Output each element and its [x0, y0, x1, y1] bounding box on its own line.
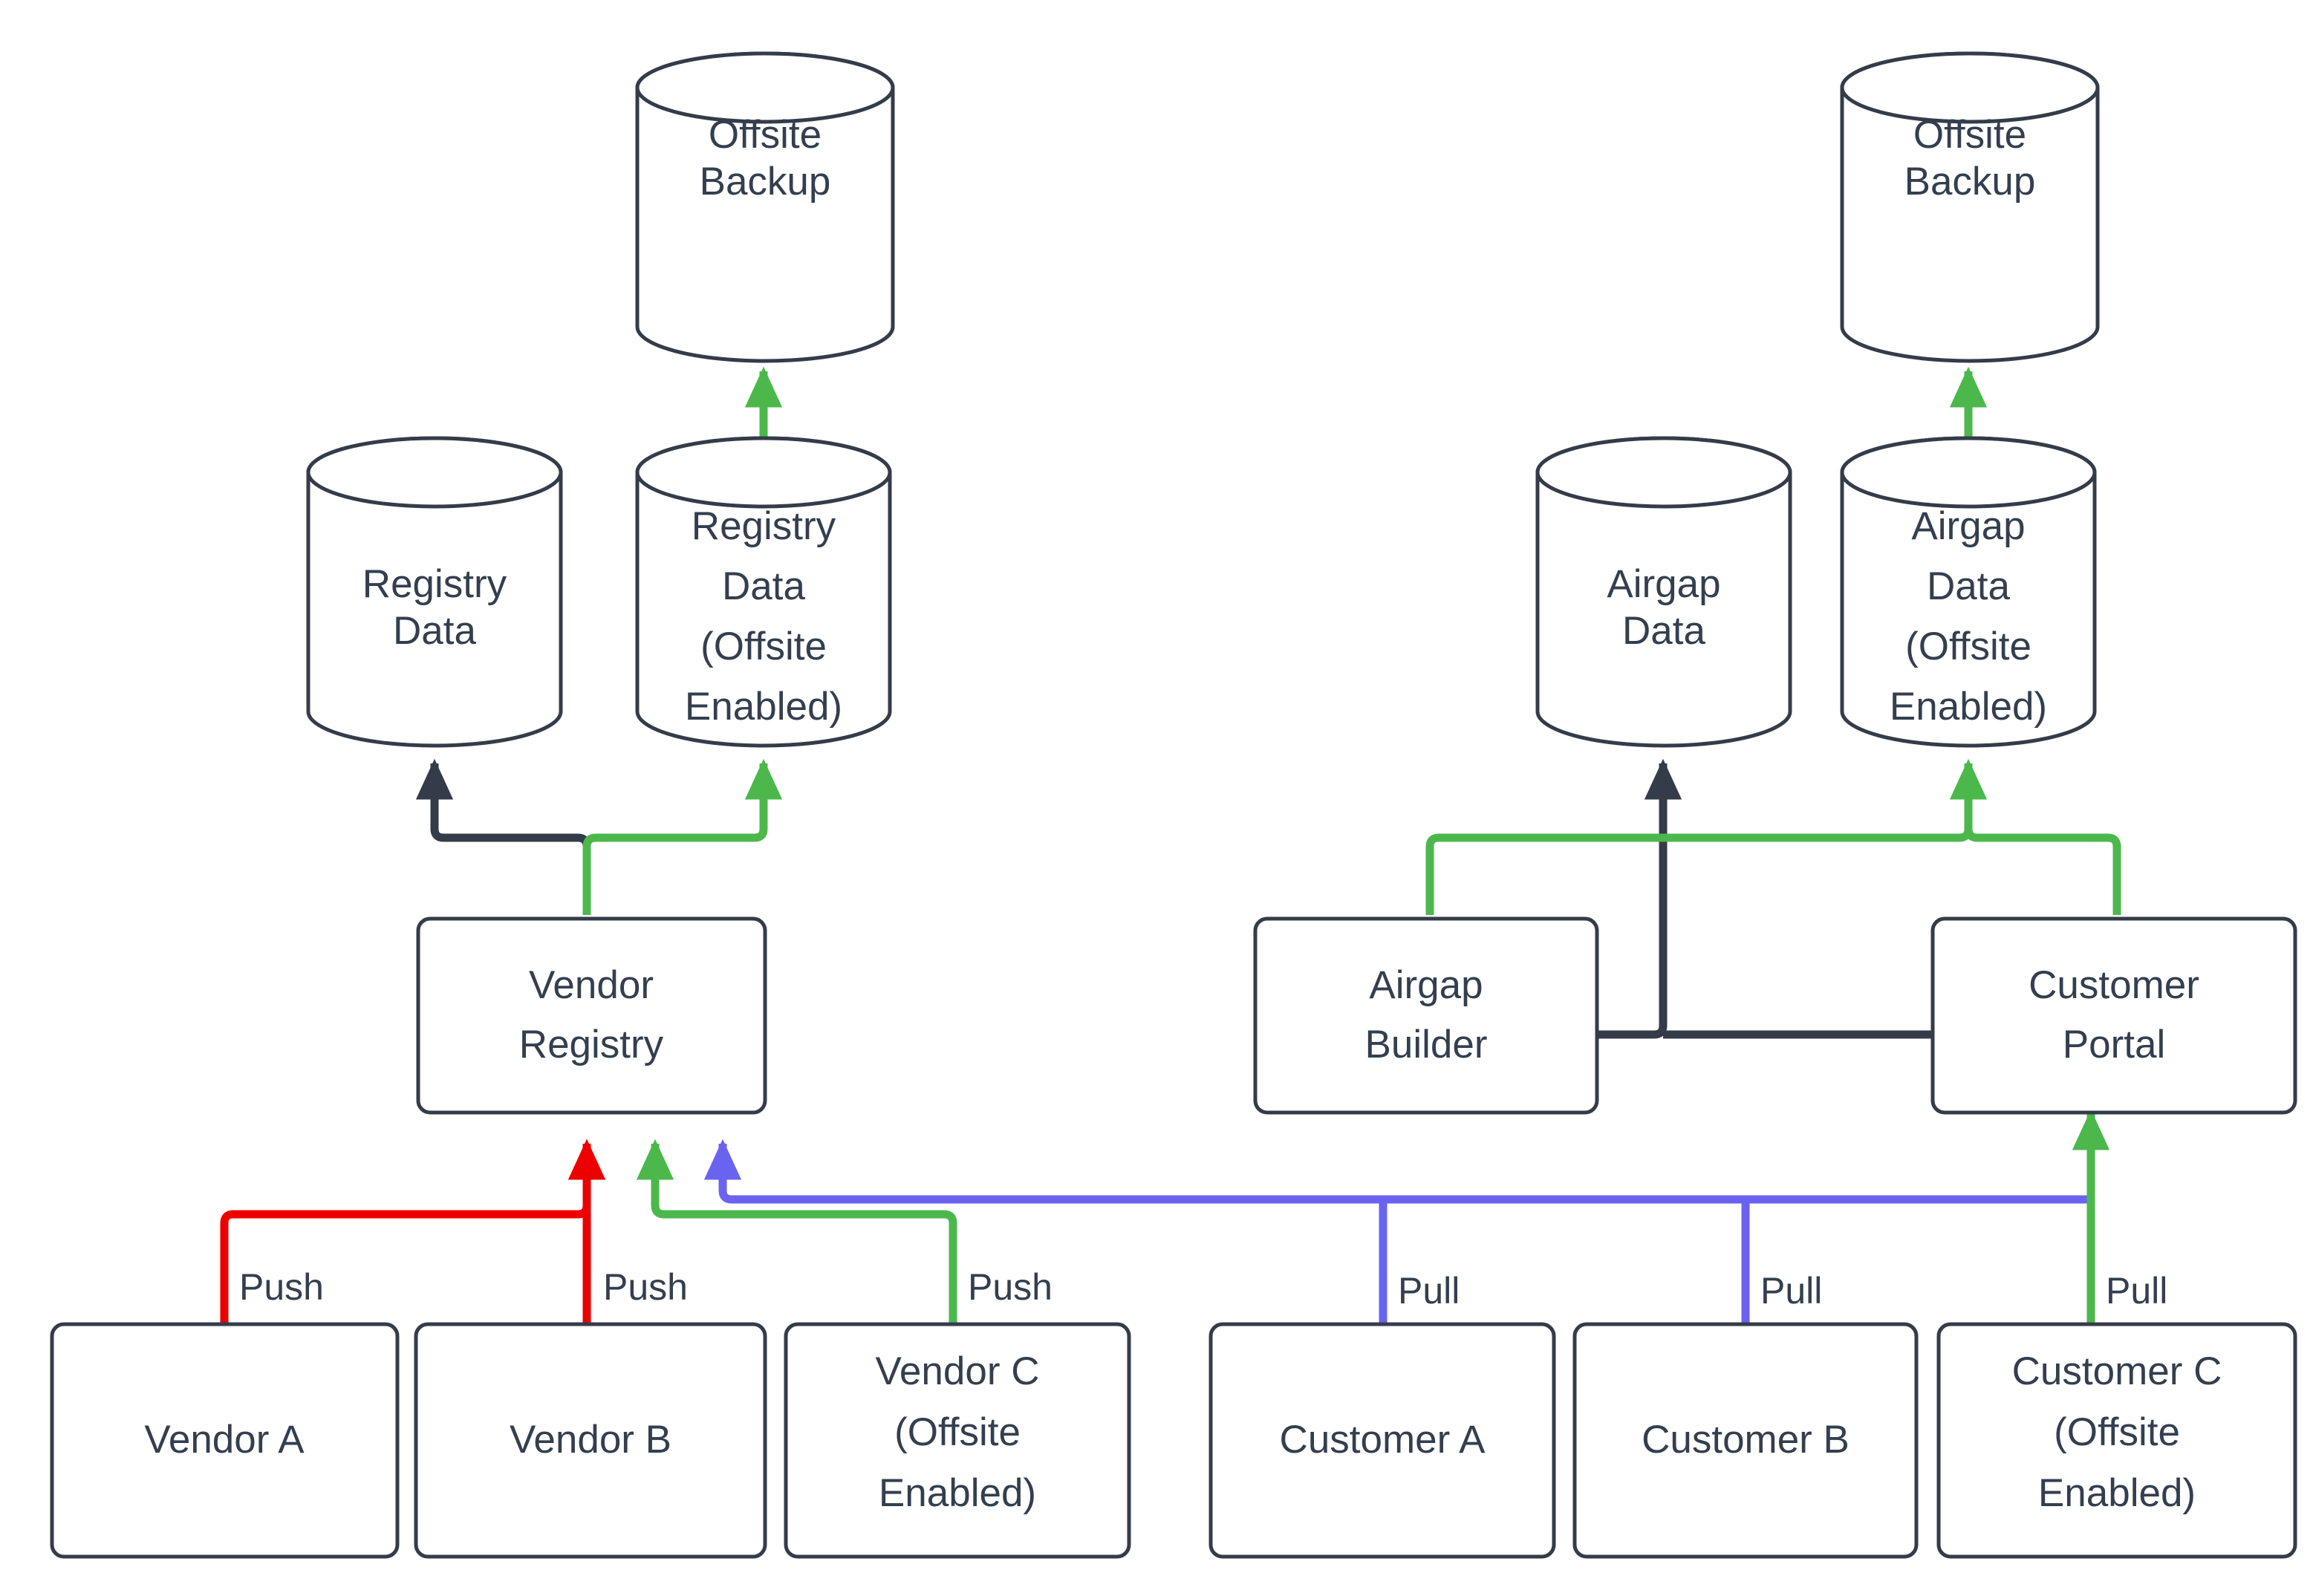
- registry-data-offsite-line4: Enabled): [685, 685, 842, 729]
- registry-data-offsite-line2: Data: [722, 564, 805, 608]
- vendor-registry-line1: Vendor: [529, 963, 654, 1007]
- customer-portal-line1: Customer: [2029, 963, 2199, 1007]
- edge-label-push-b: Push: [603, 1266, 688, 1308]
- airgap-data-line2: Data: [1622, 609, 1705, 653]
- node-vendor-a[interactable]: Vendor A: [50, 1322, 400, 1559]
- node-registry-data-offsite[interactable]: Registry Data (Offsite Enabled): [635, 436, 892, 748]
- airgap-builder-line2: Builder: [1365, 1023, 1488, 1066]
- offsite-backup-right-line1: Offsite: [1913, 113, 2026, 157]
- node-customer-c[interactable]: Customer C (Offsite Enabled): [1936, 1322, 2297, 1559]
- node-customer-b[interactable]: Customer B: [1572, 1322, 1919, 1559]
- node-airgap-data-offsite[interactable]: Airgap Data (Offsite Enabled): [1840, 436, 2097, 748]
- node-registry-data[interactable]: Registry Data: [306, 436, 563, 748]
- vendor-b-label: Vendor B: [510, 1418, 671, 1462]
- edge-vendor-registry-to-registry-data: [415, 758, 591, 915]
- customer-b-label: Customer B: [1642, 1418, 1850, 1462]
- customer-c-line1: Customer C: [2012, 1349, 2222, 1393]
- registry-data-line1: Registry: [362, 562, 507, 606]
- registry-data-offsite-line1: Registry: [692, 504, 836, 548]
- node-customer-portal[interactable]: Customer Portal: [1930, 916, 2297, 1115]
- node-customer-a[interactable]: Customer A: [1208, 1322, 1556, 1559]
- node-vendor-c[interactable]: Vendor C (Offsite Enabled): [784, 1322, 1131, 1559]
- node-airgap-builder[interactable]: Airgap Builder: [1253, 916, 1599, 1115]
- edge-customer-portal-to-airgap-data-offsite: [1964, 772, 2121, 915]
- edge-airgap-builder-to-airgap-data-offsite: [1425, 758, 1988, 915]
- edge-label-pull-c: Pull: [2106, 1270, 2167, 1312]
- airgap-data-line1: Airgap: [1607, 562, 1720, 606]
- edge-label-push-c: Push: [968, 1266, 1053, 1308]
- node-offsite-backup-right[interactable]: Offsite Backup: [1840, 51, 2100, 363]
- node-airgap-data[interactable]: Airgap Data: [1535, 436, 1792, 748]
- edge-label-push-a: Push: [239, 1266, 324, 1308]
- vendor-a-label: Vendor A: [144, 1418, 305, 1462]
- customer-c-line2: (Offsite: [2054, 1410, 2180, 1454]
- edge-label-pull-a: Pull: [1398, 1270, 1460, 1312]
- edge-airgap-builder-to-airgap-data: [1595, 758, 1931, 1039]
- offsite-backup-left-line2: Backup: [700, 160, 831, 203]
- airgap-data-offsite-line3: (Offsite: [1905, 625, 2031, 668]
- airgap-data-offsite-line2: Data: [1927, 564, 2010, 608]
- airgap-data-offsite-line4: Enabled): [1890, 685, 2047, 729]
- node-vendor-b[interactable]: Vendor B: [414, 1322, 767, 1559]
- offsite-backup-left-line1: Offsite: [709, 113, 822, 157]
- registry-data-line2: Data: [393, 609, 476, 653]
- edge-vendor-registry-to-registry-data-offsite: [582, 758, 783, 915]
- edge-label-pull-b: Pull: [1760, 1270, 1822, 1312]
- registry-data-offsite-line3: (Offsite: [700, 625, 827, 668]
- vendor-c-line2: (Offsite: [894, 1410, 1021, 1454]
- offsite-backup-right-line2: Backup: [1904, 160, 2036, 203]
- airgap-data-offsite-line1: Airgap: [1911, 504, 2025, 548]
- node-vendor-registry[interactable]: Vendor Registry: [416, 916, 767, 1115]
- customer-portal-line2: Portal: [2063, 1023, 2165, 1066]
- edge-vendor-c-push: [636, 1139, 957, 1323]
- vendor-registry-line2: Registry: [519, 1023, 664, 1066]
- vendor-c-line3: Enabled): [879, 1471, 1036, 1515]
- customer-a-label: Customer A: [1280, 1418, 1486, 1462]
- edge-customer-portal-to-vendor-registry: [703, 1139, 2091, 1204]
- node-offsite-backup-left[interactable]: Offsite Backup: [635, 51, 895, 363]
- airgap-builder-line1: Airgap: [1369, 963, 1483, 1007]
- customer-c-line3: Enabled): [2038, 1471, 2196, 1515]
- vendor-c-line1: Vendor C: [876, 1349, 1040, 1393]
